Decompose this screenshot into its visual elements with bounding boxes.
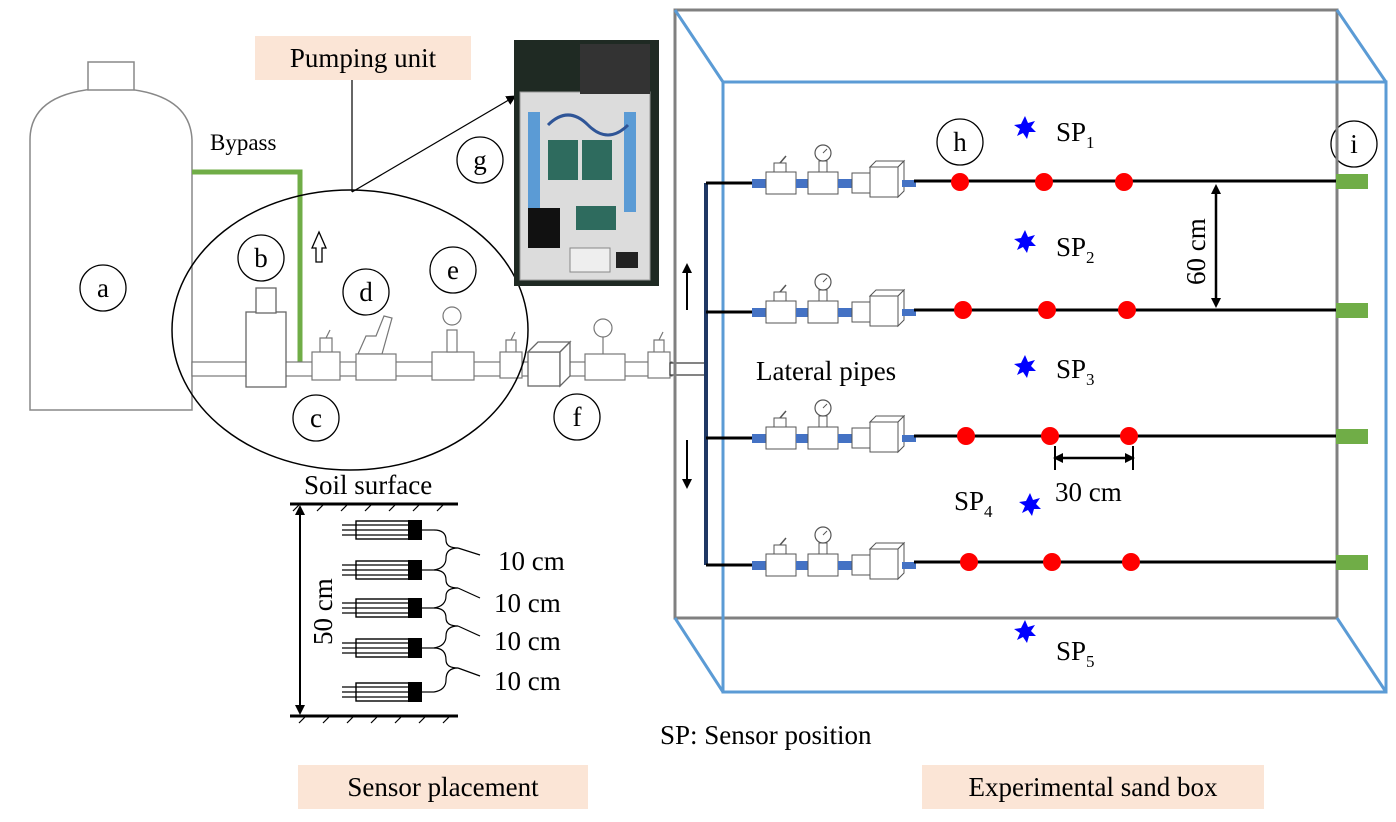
controller-leader: [351, 95, 517, 193]
soil-hatch-bottom: [298, 715, 451, 724]
experimental-sand-box-title: Experimental sand box: [922, 765, 1264, 809]
meter-e-stem: [446, 329, 458, 353]
sand-box-front-face: [721, 80, 1388, 694]
emitter: [1122, 553, 1140, 571]
label-h: h: [936, 118, 984, 166]
sp-label-2: SP2: [1056, 232, 1095, 267]
controller-photo: [514, 40, 659, 286]
sp-legend: SP: Sensor position: [660, 720, 872, 750]
label-i: i: [1330, 120, 1378, 168]
svg-text:d: d: [359, 277, 373, 307]
depth-spacing-label: 10 cm: [494, 626, 561, 656]
soil-surface-label: Soil surface: [304, 470, 432, 500]
injector-d-body: [355, 353, 397, 381]
meter-2: [584, 353, 626, 381]
soil-probe: [341, 597, 435, 619]
dim-60cm-label: 60 cm: [1181, 218, 1211, 285]
sand-box-edge-br: [1335, 617, 1388, 693]
lateral-pipe-4: [706, 526, 1368, 580]
depth-spacing-label: 10 cm: [494, 666, 561, 696]
depth-braces: [433, 529, 481, 693]
sand-box-edge-bl: [673, 617, 725, 693]
svg-text:f: f: [573, 402, 582, 432]
sensor-star-icon: [1014, 116, 1036, 139]
sensor-star-icon: [1014, 230, 1036, 253]
label-a: a: [79, 264, 127, 312]
svg-text:g: g: [473, 145, 487, 175]
emitter: [960, 553, 978, 571]
pumping-unit-title: Pumping unit: [255, 36, 471, 80]
soil-probe: [341, 637, 435, 659]
pressure-gauge-e: [442, 306, 462, 326]
sensor-star-icon: [1019, 493, 1041, 516]
filter-f: [527, 351, 561, 387]
emitter: [1115, 173, 1133, 191]
emitter: [1038, 301, 1056, 319]
valve-c-handle: [319, 329, 333, 352]
depth-spacing-label: 10 cm: [498, 546, 565, 576]
sp-label-4: SP4: [954, 486, 993, 521]
svg-text:c: c: [310, 403, 322, 433]
label-c: c: [292, 394, 340, 442]
pump-b: [245, 311, 287, 388]
dim-30cm-label: 30 cm: [1055, 477, 1122, 507]
sensor-stars: [1014, 116, 1041, 643]
sp-label-5: SP5: [1056, 636, 1095, 671]
dim-50cm-label: 50 cm: [308, 578, 338, 645]
emitter: [957, 427, 975, 445]
lateral-pipe-2: [706, 273, 1368, 327]
valve-2-handle: [505, 331, 517, 352]
label-b: b: [237, 234, 285, 282]
svg-text:h: h: [953, 127, 967, 157]
lateral-pipe-3: [706, 399, 1368, 453]
filter-f-side: [559, 340, 571, 388]
emitter: [1118, 301, 1136, 319]
lateral-pipes-label: Lateral pipes: [756, 356, 896, 386]
bypass-pipe: [192, 169, 303, 362]
emitter: [951, 173, 969, 191]
svg-text:e: e: [447, 255, 459, 285]
meter-e: [431, 351, 475, 381]
emitters: [951, 173, 1140, 571]
soil-probe: [341, 559, 435, 581]
lateral-pipe-1: [706, 144, 1368, 198]
label-d: d: [342, 268, 390, 316]
svg-text:b: b: [254, 243, 268, 273]
tank-cap: [87, 61, 135, 91]
soil-probe: [341, 681, 435, 703]
label-f: f: [553, 393, 601, 441]
sp-label-3: SP3: [1056, 354, 1095, 389]
emitter: [1041, 427, 1059, 445]
valve-c: [311, 351, 341, 381]
injector-d: [357, 315, 393, 355]
emitter: [1120, 427, 1138, 445]
water-tank: [29, 87, 193, 411]
sensor-star-icon: [1014, 620, 1036, 643]
valve-3-handle: [653, 331, 665, 352]
svg-text:i: i: [1350, 129, 1358, 159]
emitter: [1043, 553, 1061, 571]
soil-probe: [341, 519, 435, 541]
depth-spacing-label: 10 cm: [494, 588, 561, 618]
sp-label-1: SP1: [1056, 117, 1095, 152]
pumping-unit-outline: [171, 189, 529, 471]
sand-box-edge-tr: [1335, 9, 1388, 83]
sensor-placement-title: Sensor placement: [298, 765, 588, 809]
sand-box-edge-tl: [673, 9, 725, 83]
emitter: [954, 301, 972, 319]
svg-text:a: a: [97, 273, 109, 303]
valve-3: [647, 351, 671, 379]
flow-up-arrow: [311, 230, 327, 263]
sensor-star-icon: [1014, 355, 1036, 378]
pump-b-top: [255, 287, 277, 314]
emitter: [1035, 173, 1053, 191]
label-e: e: [429, 246, 477, 294]
pressure-gauge-2: [593, 318, 613, 338]
bypass-label: Bypass: [210, 130, 277, 155]
label-g: g: [456, 136, 504, 184]
